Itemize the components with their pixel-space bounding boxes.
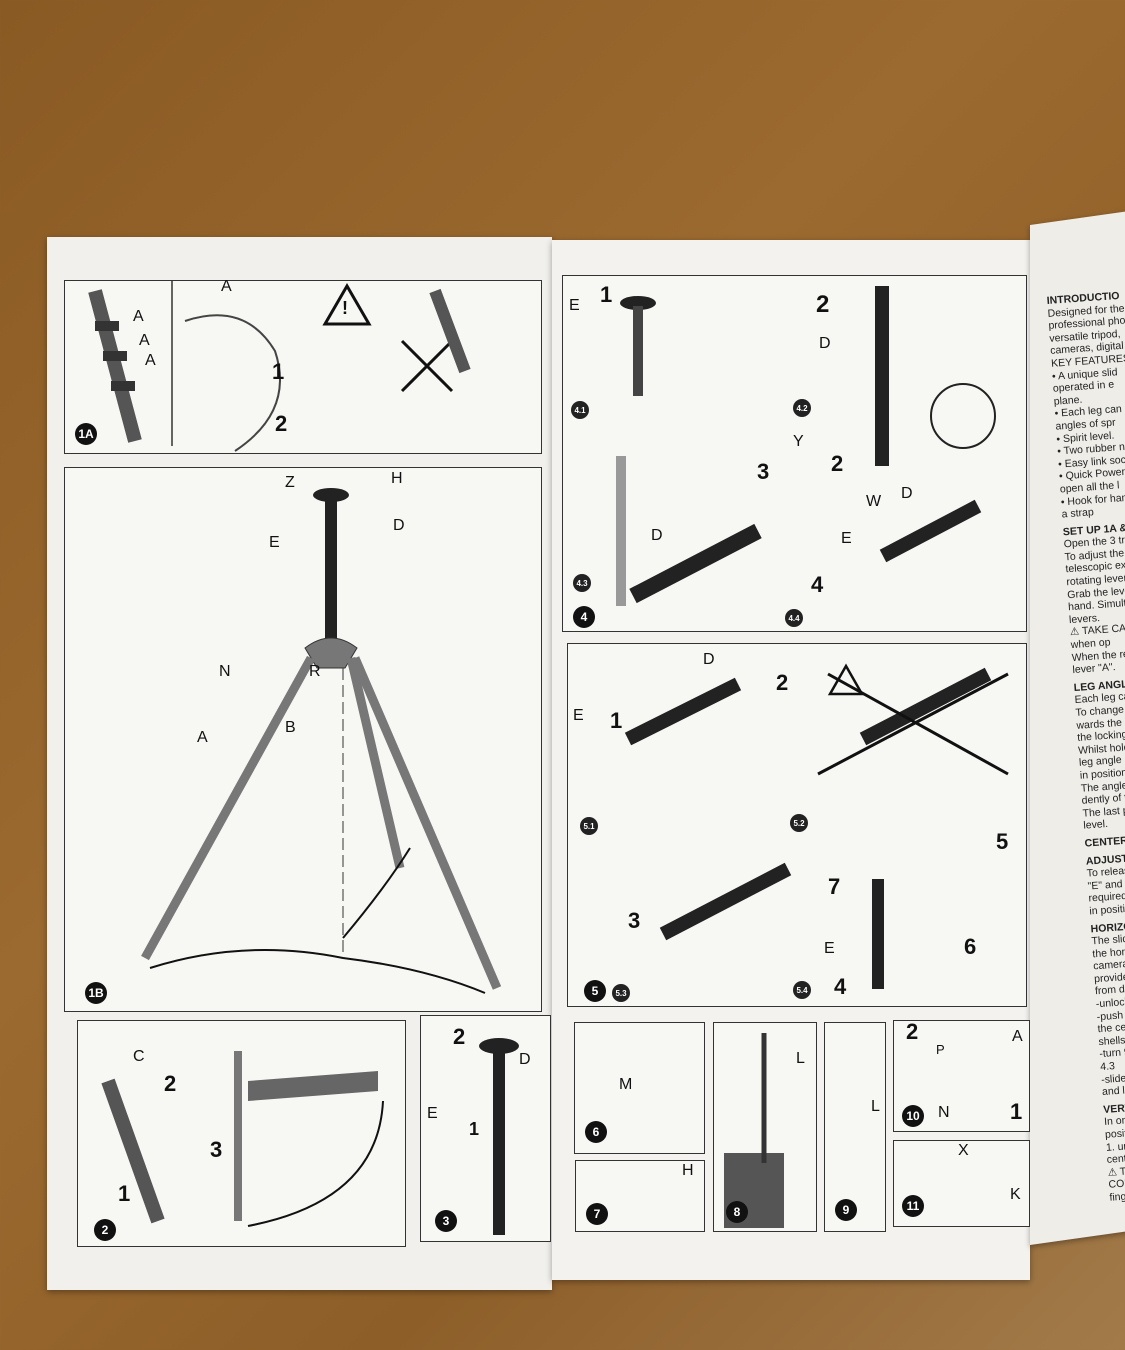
panel-5: D 2 E 1 3 7 5 E 4 6 5.1 5.2 5.3 5.4 5 xyxy=(567,643,1027,1007)
panel-7: H 7 xyxy=(575,1160,705,1232)
callout-e: E xyxy=(824,940,835,957)
callout-h: H xyxy=(682,1162,694,1179)
callout-d: D xyxy=(393,517,405,534)
callout-l: L xyxy=(796,1050,805,1067)
callout-d: D xyxy=(901,485,913,502)
step-number: 3 xyxy=(210,1137,223,1162)
callout-e: E xyxy=(427,1105,438,1122)
callout-b: B xyxy=(285,719,296,736)
step-badge: 6 xyxy=(585,1121,607,1143)
callout-k: K xyxy=(1010,1186,1021,1203)
step-number: 3 xyxy=(628,908,641,933)
step-number: 5 xyxy=(996,829,1009,854)
step-badge: 3 xyxy=(435,1210,457,1232)
sub-step-badge: 4.4 xyxy=(785,609,803,627)
step-badge: 2 xyxy=(94,1219,116,1241)
step-badge: 5 xyxy=(584,980,606,1002)
callout-p: P xyxy=(936,1042,945,1057)
callout-e: E xyxy=(573,707,584,724)
panel-1b: Z H D E N R A B 1B xyxy=(64,467,542,1012)
step-number: 2 xyxy=(776,670,789,695)
callout-n: N xyxy=(219,663,231,680)
sub-step-badge: 5.1 xyxy=(580,817,598,835)
callout-n: N xyxy=(938,1104,950,1121)
column-reposition-illustration xyxy=(624,663,1009,989)
callout-w: W xyxy=(866,493,882,510)
panel-8: L 8 xyxy=(713,1022,817,1232)
tripod-leg-illustration xyxy=(88,281,471,452)
tripod-illustration xyxy=(141,488,502,994)
panel-2: C 2 3 1 2 xyxy=(77,1020,406,1247)
callout-a: A xyxy=(139,332,150,349)
step-badge: 1B xyxy=(85,982,107,1004)
step-number: 4 xyxy=(834,974,847,999)
panel-3: 2 D E 1 3 xyxy=(420,1015,551,1242)
step-badge: 4 xyxy=(573,606,595,628)
step-number: 7 xyxy=(828,874,841,899)
sub-step-badge: 5.3 xyxy=(612,984,630,1002)
step-badge: 11 xyxy=(902,1195,924,1217)
step-number: 2 xyxy=(453,1024,466,1049)
step-number: 1 xyxy=(610,708,623,733)
section-heading: CENTER COL xyxy=(1084,833,1125,850)
callout-d: D xyxy=(651,527,663,544)
sub-step-badge: 5.4 xyxy=(793,981,811,999)
callout-y: Y xyxy=(793,433,804,450)
callout-a: A xyxy=(133,308,144,325)
step-badge: 1A xyxy=(75,423,97,445)
sub-step-badge: 4.2 xyxy=(793,399,811,417)
panel-11: X K 11 xyxy=(893,1140,1030,1227)
callout-m: M xyxy=(619,1076,633,1093)
step-number: 3 xyxy=(757,459,770,484)
step-badge: 10 xyxy=(902,1105,924,1127)
step-number: 1 xyxy=(118,1181,131,1206)
callout-e: E xyxy=(841,530,852,547)
callout-l: L xyxy=(871,1098,880,1115)
panel-1a: ! A A A A 1 2 1A xyxy=(64,278,542,454)
step-badge: 8 xyxy=(726,1201,748,1223)
callout-x: X xyxy=(958,1142,969,1159)
panel-6: M 6 xyxy=(574,1022,705,1154)
warning-icon: ! xyxy=(342,298,348,318)
step-number: 2 xyxy=(831,451,844,476)
step-number: 1 xyxy=(1010,1099,1023,1124)
callout-z: Z xyxy=(285,474,295,491)
step-number: 1 xyxy=(600,282,613,307)
section-heading: VERTICAL CE xyxy=(1102,1099,1125,1116)
callout-d: D xyxy=(703,651,715,668)
panel-10: 2 P A N 1 10 xyxy=(893,1020,1030,1132)
callout-a: A xyxy=(1012,1028,1023,1045)
center-column-illustration xyxy=(479,1038,519,1235)
callout-d: D xyxy=(519,1051,531,1068)
callout-e: E xyxy=(269,534,280,551)
step-number: 2 xyxy=(816,291,830,318)
step-number: 1 xyxy=(469,1119,480,1139)
callout-h: H xyxy=(391,470,403,487)
callout-c: C xyxy=(133,1048,145,1065)
sub-step-badge: 5.2 xyxy=(790,814,808,832)
step-number: 2 xyxy=(164,1071,177,1096)
callout-r: R xyxy=(309,663,321,680)
sub-step-badge: 4.1 xyxy=(571,401,589,419)
horizontal-column-illustration xyxy=(616,286,996,606)
callout-a: A xyxy=(221,278,232,295)
callout-a: A xyxy=(145,352,156,369)
sub-step-badge: 4.3 xyxy=(573,574,591,592)
step-badge: 9 xyxy=(835,1199,857,1221)
step-number: 4 xyxy=(811,572,824,597)
step-badge: 7 xyxy=(586,1203,608,1225)
step-number: 1 xyxy=(272,359,285,384)
leg-angle-illustration xyxy=(101,1051,384,1227)
step-number: 2 xyxy=(275,411,288,436)
panel-4: E 1 2 D Y 2 3 D W D E 4 4.1 4.2 4.3 4.4 … xyxy=(562,275,1027,632)
callout-a: A xyxy=(197,729,208,746)
callout-e: E xyxy=(569,297,580,314)
panel-9: L 9 xyxy=(824,1022,886,1232)
callout-d: D xyxy=(819,335,831,352)
step-number: 6 xyxy=(964,934,977,959)
step-number: 2 xyxy=(906,1019,919,1044)
